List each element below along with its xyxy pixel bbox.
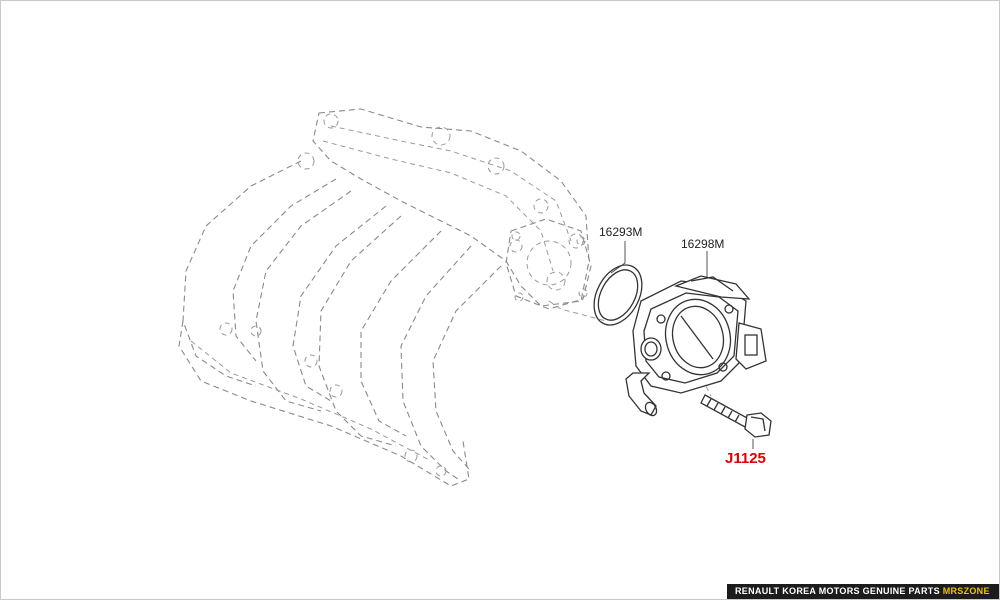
throttle-body-part-number[interactable]: 16298M <box>681 237 724 251</box>
assembly-line-bolt <box>640 340 712 397</box>
throttle-body[interactable] <box>625 275 767 418</box>
footer-watermark: RENAULT KOREA MOTORS GENUINE PARTS MRSZO… <box>727 584 999 599</box>
flange-bolt[interactable] <box>700 394 772 438</box>
intake-manifold <box>178 108 592 487</box>
footer-text: RENAULT KOREA MOTORS GENUINE PARTS <box>735 586 940 596</box>
assembly-line <box>548 300 607 322</box>
bolt-part-number[interactable]: J1125 <box>725 450 766 467</box>
gasket-leader <box>610 241 626 274</box>
gasket-ring[interactable] <box>584 257 651 333</box>
footer-brand: MRSZONE <box>942 586 990 596</box>
gasket-part-number[interactable]: 16293M <box>599 225 642 239</box>
